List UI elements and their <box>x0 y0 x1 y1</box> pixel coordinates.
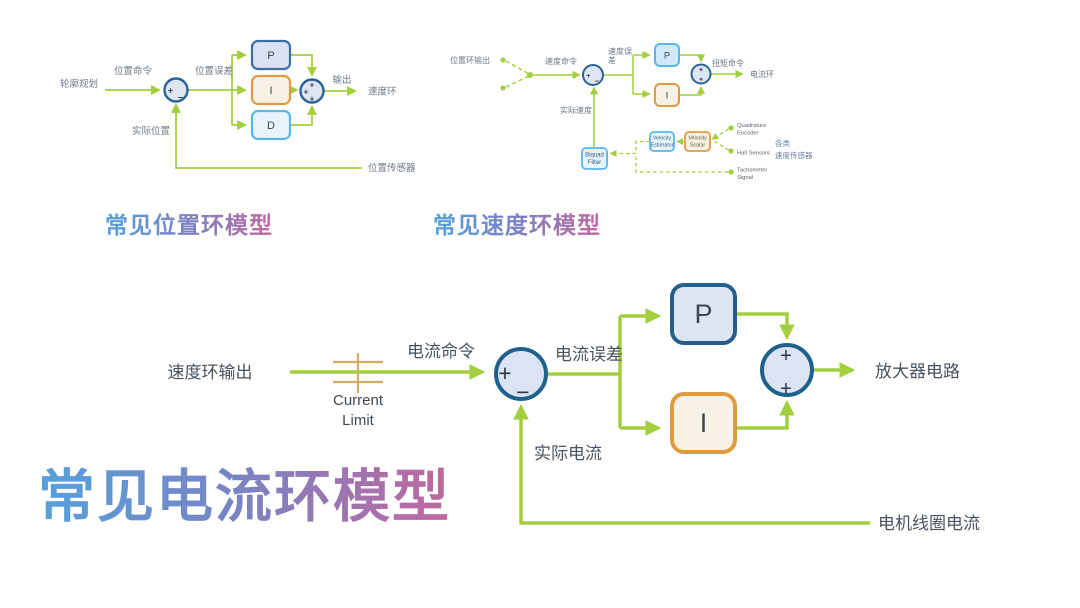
pl-sum-junction <box>163 77 189 103</box>
vl-estimator-label-2: Estimator <box>651 143 674 149</box>
cl-sum-junction <box>494 347 548 401</box>
cl-out-plus-bottom: + <box>780 378 792 400</box>
cl-sensor-label: 电机线圈电流 <box>878 514 980 533</box>
cl-feedback-line <box>513 403 870 525</box>
vl-torque-label: 扭矩命令 <box>712 58 744 68</box>
pl-i-block <box>250 74 292 106</box>
vl-tachometer-dash <box>635 153 728 173</box>
pl-out-plus-left: + <box>304 88 309 97</box>
pl-sensor-label: 位置传感器 <box>368 162 416 174</box>
cl-i-block <box>670 392 737 454</box>
vl-sum-junction <box>582 64 604 86</box>
cl-i-out <box>735 399 795 430</box>
vl-quadrature-dash <box>711 128 729 140</box>
vl-i-label: I <box>666 91 669 102</box>
cl-sum-junction-out <box>760 343 814 397</box>
vl-command-label: 速度命令 <box>545 56 577 66</box>
vl-scalar-label-2: Scalar <box>690 143 705 149</box>
vl-p-block <box>654 43 680 67</box>
cl-p-out <box>735 312 795 341</box>
vl-biquad-block <box>581 147 608 170</box>
vl-biquad-label-2: Filter <box>588 160 601 166</box>
vl-estimator-block <box>649 131 675 152</box>
vl-sensor-group-label-2: 速度传感器 <box>775 150 813 160</box>
position-loop-diagram: P I D + − + + + 轮廓规划 位置命令 位置误差 实际位置 输出 速… <box>60 39 416 174</box>
vl-sensor-group-label-1: 各类 <box>775 138 790 148</box>
pl-p-out <box>290 54 317 77</box>
vl-sum-junction-out <box>690 63 712 85</box>
cl-command-label: 电流命令 <box>407 342 475 361</box>
cl-limit-label-1: Current <box>333 392 384 409</box>
vl-out-plus-top: + <box>699 67 703 74</box>
vl-source-dot-2 <box>500 85 506 91</box>
cl-output-label: 放大器电路 <box>875 362 960 381</box>
pl-d-out <box>290 105 317 126</box>
current-loop-title: 常见电流环模型 <box>38 451 451 533</box>
vl-feedback-label: 实际速度 <box>560 105 592 115</box>
pl-out-plus-bottom: + <box>310 95 315 104</box>
vl-hall-dash <box>713 140 729 151</box>
vl-next-stage-label: 电流环 <box>750 69 774 79</box>
current-loop-diagram: P I + − + + 速度环输出 电流命令 电流误差 实际电流 放大器电路 电… <box>168 283 980 533</box>
velocity-loop-title: 常见速度环模型 <box>433 206 601 240</box>
pl-out-plus-top: + <box>310 81 315 90</box>
cl-feedback-label: 实际电流 <box>534 444 602 463</box>
vl-p-out <box>679 54 706 63</box>
cl-out-plus-top: + <box>780 345 792 367</box>
cl-source-label: 速度环输出 <box>168 363 253 382</box>
cl-current-limit-symbol <box>333 353 383 393</box>
pl-output-label: 输出 <box>332 74 351 86</box>
vl-error-label-2: 差 <box>608 55 616 65</box>
pl-error-label: 位置误差 <box>195 65 233 77</box>
vl-p-label: P <box>664 51 670 62</box>
vl-hall-dot <box>728 148 734 154</box>
vl-i-out <box>679 85 706 96</box>
cl-sum-plus: + <box>498 360 511 386</box>
vl-estimator-to-biquad-dash <box>609 140 650 158</box>
cl-sum-minus: − <box>516 379 529 405</box>
velocity-loop-diagram: P I + − + + Biquad Filter Velocity Estim… <box>450 43 813 181</box>
vl-scalar-label-1: Velocity <box>688 136 707 142</box>
pl-next-stage-label: 速度环 <box>368 86 397 98</box>
vl-source-dot-1 <box>500 57 506 63</box>
vl-tachometer-label-1: Tachometer <box>737 168 767 174</box>
cl-p-label: P <box>694 299 712 329</box>
pl-p-label: P <box>267 50 274 62</box>
vl-sum-minus: − <box>595 77 600 86</box>
vl-merge-dot <box>527 72 533 78</box>
vl-tachometer-dot <box>728 169 734 175</box>
pl-command-label: 位置命令 <box>114 65 153 77</box>
vl-quadrature-label-2: Encoder <box>737 131 759 137</box>
pl-sum-plus: + <box>168 86 173 96</box>
vl-sum-plus: + <box>586 71 591 80</box>
pl-d-block <box>250 109 292 141</box>
pl-i-label: I <box>269 85 272 97</box>
cl-i-label: I <box>700 408 708 438</box>
pl-sum-junction-out <box>299 78 325 104</box>
vl-hall-label: Hall Sensors <box>737 151 770 157</box>
pl-feedback-label: 实际位置 <box>132 125 170 137</box>
pl-p-block <box>250 39 292 71</box>
pl-source-label: 轮廓规划 <box>60 78 98 90</box>
vl-quadrature-label-1: Quadrature <box>737 123 766 129</box>
position-loop-title: 常见位置环模型 <box>105 206 273 240</box>
vl-error-label-1: 速度误 <box>608 46 632 56</box>
vl-tachometer-label-2: Signal <box>737 175 753 181</box>
vl-source-dash-1 <box>505 60 530 75</box>
cl-limit-label-2: Limit <box>342 412 375 429</box>
cl-error-label: 电流误差 <box>555 345 623 364</box>
vl-biquad-label-1: Biquad <box>585 153 604 159</box>
pl-d-label: D <box>267 120 275 132</box>
pl-sum-minus: − <box>178 93 183 103</box>
vl-source-dash-2 <box>505 75 530 88</box>
vl-out-plus-bottom: + <box>699 77 703 84</box>
pl-feedback-line <box>171 103 362 169</box>
vl-i-block <box>654 83 680 107</box>
vl-estimator-label-1: Velocity <box>653 136 672 142</box>
vl-scalar-block <box>684 131 711 152</box>
vl-source-label: 位置环输出 <box>450 55 490 65</box>
vl-quadrature-dot <box>728 125 734 131</box>
cl-p-block <box>670 283 737 345</box>
